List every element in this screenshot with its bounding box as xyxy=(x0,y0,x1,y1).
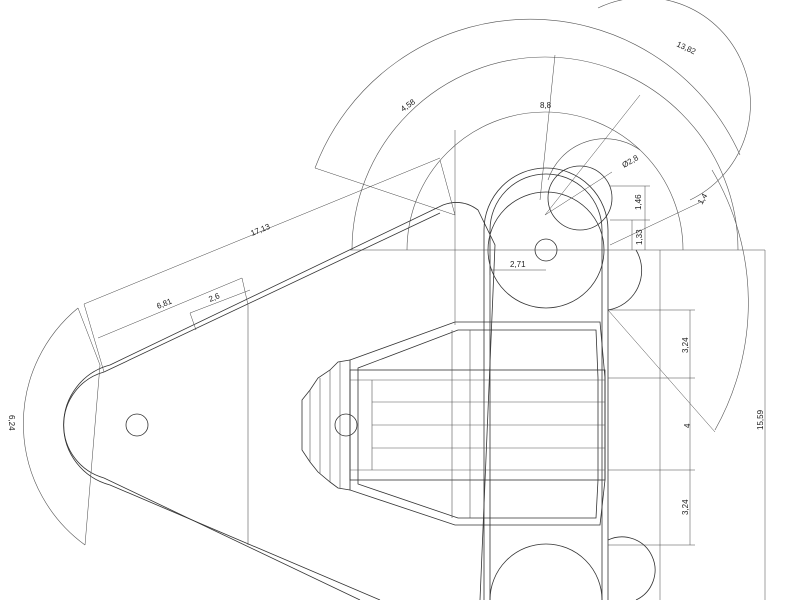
dim-17-13: 17,13 xyxy=(249,222,271,238)
slider-column xyxy=(483,165,656,600)
dim-dia-2-8: Ø2,8 xyxy=(621,153,641,170)
dim-3-24-bottom: 3,24 xyxy=(681,499,690,515)
pivot-hole-left xyxy=(125,413,149,437)
dim-6-24: 6,24 xyxy=(7,415,16,431)
carriage xyxy=(301,321,606,526)
dim-8-8: 8,8 xyxy=(540,101,552,110)
dim-2-71: 2,71 xyxy=(510,260,526,269)
dim-13-82: 13,82 xyxy=(675,40,697,57)
dim-6-81: 6,81 xyxy=(155,296,173,310)
dim-1-46: 1,46 xyxy=(634,194,643,210)
dimension-labels: 13,82 4,58 8,8 Ø2,8 1,4 1,46 1,33 2,71 1… xyxy=(7,40,765,515)
dim-4-58: 4,58 xyxy=(399,97,417,114)
link-plate xyxy=(63,202,496,600)
dim-3-24-top: 3,24 xyxy=(681,337,690,353)
dim-1-33: 1,33 xyxy=(635,229,644,245)
dim-15-59: 15,59 xyxy=(756,409,765,430)
pivot-hole-center xyxy=(334,413,358,437)
dimension-lines xyxy=(77,54,766,600)
radius-arcs xyxy=(23,0,751,546)
dim-1-4: 1,4 xyxy=(696,191,710,206)
dim-2-6: 2,6 xyxy=(207,291,221,304)
dim-4: 4 xyxy=(683,423,692,428)
